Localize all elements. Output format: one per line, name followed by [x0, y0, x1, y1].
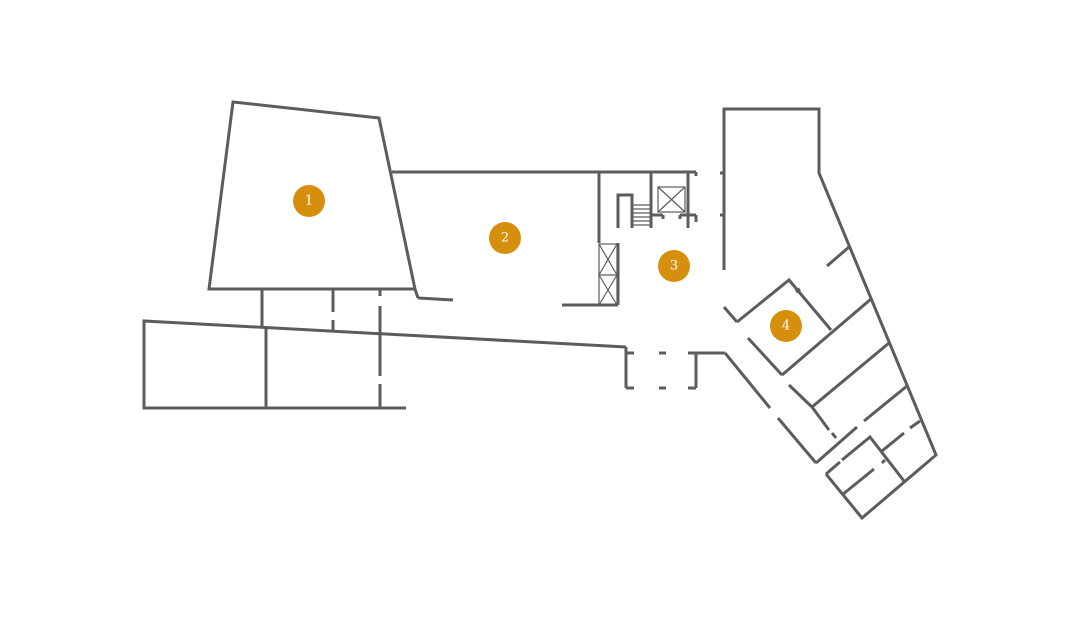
stair-treads: [632, 204, 651, 226]
partition: [826, 245, 850, 268]
partition: [795, 287, 801, 294]
elevator-x: [598, 274, 618, 306]
room-marker-4[interactable]: 4: [770, 310, 802, 342]
elevator-x: [598, 243, 618, 276]
stair-wall: [616, 193, 634, 228]
room-markers: 1 2 3 4: [293, 185, 802, 342]
lower-wing-outline: [142, 319, 627, 410]
room-marker-1[interactable]: 1: [293, 185, 325, 217]
partition: [881, 431, 905, 453]
walls: [142, 100, 938, 521]
partition: [781, 297, 872, 377]
marker-badge: [658, 250, 690, 282]
partition: [811, 341, 890, 409]
room-4-wall: [746, 336, 784, 377]
room-4-outline: [736, 277, 833, 331]
partition: [863, 384, 908, 423]
partition: [825, 460, 841, 476]
partition: [810, 406, 831, 431]
partition: [880, 458, 887, 465]
room-1-wall-tail: [413, 288, 420, 299]
room-marker-2[interactable]: 2: [489, 222, 521, 254]
right-wing-wall: [776, 417, 818, 464]
elevator-right: [657, 186, 686, 213]
room-1-wall-stub: [417, 296, 454, 302]
marker-badge: [293, 185, 325, 217]
partition: [909, 419, 921, 430]
marker-badge: [489, 222, 521, 254]
elevator-x: [657, 186, 686, 213]
partition: [815, 425, 858, 465]
right-wing-top: [722, 107, 938, 521]
right-wing-wall: [723, 352, 772, 409]
partition: [841, 467, 875, 497]
partition: [841, 434, 906, 482]
partition: [787, 383, 814, 409]
partition: [830, 432, 838, 439]
marker-badge: [770, 310, 802, 342]
room-marker-3[interactable]: 3: [658, 250, 690, 282]
right-wing-wall: [722, 306, 739, 323]
